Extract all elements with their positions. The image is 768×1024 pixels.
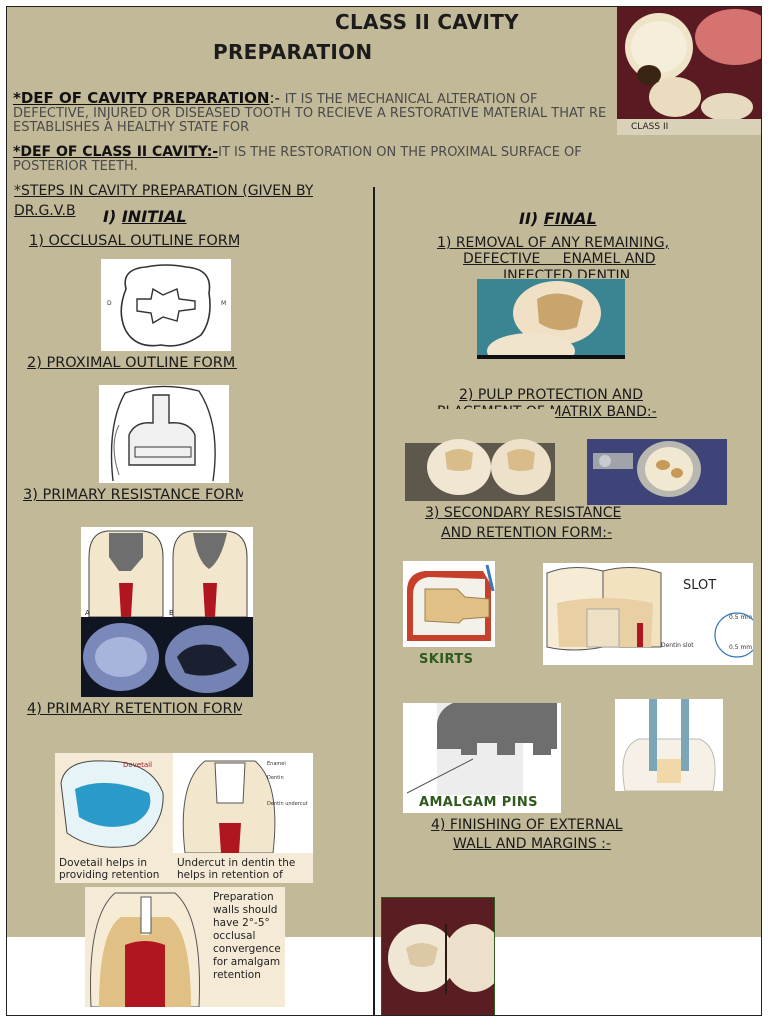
- slot-dim-1: 0.5 mm: [729, 614, 752, 621]
- def-cavity-text: IT IS THE MECHANICAL ALTERATION OF DEFEC…: [13, 92, 607, 135]
- def-class2-text: IT IS THE RESTORATION ON THE PROXIMAL SU…: [13, 145, 582, 174]
- right-step-1-line-1: 1) REMOVAL OF ANY REMAINING,: [437, 235, 670, 251]
- photo-caption: CLASS II: [631, 122, 669, 132]
- initial-number: I): [103, 207, 117, 226]
- final-heading: II) FINAL: [519, 209, 597, 228]
- left-step-3: 3) PRIMARY RESISTANCE FORM:: [23, 487, 243, 503]
- occlusal-outline-figure: D M: [101, 259, 231, 351]
- right-step-1-line-2: DEFECTIVE ENAMEL AND: [463, 251, 656, 267]
- pins-tooth-figure: [615, 699, 723, 791]
- slot-figure: SLOT 0.5 mm 0.5 mm Dentin slot: [543, 563, 753, 665]
- proximal-outline-figure: [99, 385, 229, 483]
- dovetail-label: Dovetail: [123, 761, 152, 769]
- pulp-protection-photo: [405, 409, 555, 501]
- amalgam-pins-figure: [403, 703, 561, 813]
- left-step-4: 4) PRIMARY RETENTION FORM:-: [27, 701, 242, 717]
- right-step-1-line-3: INFECTED DENTIN: [503, 268, 631, 278]
- skirts-figure: [403, 561, 495, 647]
- retention-form-figure: Dovetail Enamel Dentin Dentin undercut D…: [55, 753, 313, 883]
- final-label: FINAL: [543, 209, 597, 228]
- dentin-slot-label: Dentin slot: [661, 642, 694, 649]
- slot-dim-2: 0.5 mm: [729, 644, 752, 651]
- enamel-label: Enamel: [267, 761, 286, 767]
- right-step-3-line-2: AND RETENTION FORM:-: [441, 525, 612, 541]
- outline-label-d: D: [107, 300, 112, 307]
- fig-b-label: B: [169, 609, 174, 617]
- initial-heading: I) INITIAL: [103, 207, 187, 226]
- right-step-2-line-1: 2) PULP PROTECTION AND: [459, 387, 644, 403]
- slide-page: CLASS II CAVITY PREPARATION CLASS II *DE…: [6, 6, 762, 1016]
- def-cavity-label: *DEF OF CAVITY PREPARATION: [13, 89, 270, 107]
- right-step-4-line-1: 4) FINISHING OF EXTERNAL: [431, 817, 623, 833]
- caption-walls: Preparation walls should have 2°-5° occl…: [213, 891, 281, 981]
- definition-class-ii: *DEF OF CLASS II CAVITY:-IT IS THE RESTO…: [13, 145, 613, 174]
- definition-cavity: *DEF OF CAVITY PREPARATION:- IT IS THE M…: [13, 91, 613, 135]
- finishing-photo: [381, 897, 495, 1015]
- def-class2-label: *DEF OF CLASS II CAVITY:-: [13, 144, 219, 160]
- right-step-4-line-2: WALL AND MARGINS :-: [453, 836, 611, 852]
- initial-label: INITIAL: [121, 207, 187, 226]
- dentin-undercut-label: Dentin undercut: [267, 801, 308, 807]
- steps-heading-line-2: DR.G.V.B: [14, 203, 76, 219]
- dentin-label: Dentin: [267, 775, 284, 781]
- fig-a-label: A: [85, 609, 90, 617]
- slot-label: SLOT: [683, 578, 716, 593]
- def-cavity-sep: :-: [269, 89, 285, 107]
- convergence-figure: Preparation walls should have 2°-5° occl…: [85, 887, 285, 1007]
- outline-label-m: M: [221, 300, 226, 307]
- defective-dentin-photo: [477, 279, 625, 359]
- left-step-2: 2) PROXIMAL OUTLINE FORM:: [27, 355, 237, 371]
- matrix-band-photo: [587, 439, 727, 505]
- title-line-2: PREPARATION: [213, 40, 373, 64]
- class-ii-photo: CLASS II: [617, 7, 761, 135]
- column-divider: [373, 187, 375, 1015]
- caption-undercut: Undercut in dentin the helps in retentio…: [177, 857, 296, 881]
- resistance-form-photo: [81, 617, 253, 697]
- skirts-label: SKIRTS: [419, 652, 474, 667]
- final-number: II): [519, 209, 539, 228]
- title-line-1: CLASS II CAVITY: [335, 10, 519, 34]
- amalgam-pins-label: AMALGAM PINS: [419, 795, 538, 810]
- steps-heading-line-1: *STEPS IN CAVITY PREPARATION (GIVEN BY: [14, 183, 314, 199]
- left-step-1: 1) OCCLUSAL OUTLINE FORM:: [29, 233, 239, 249]
- caption-dovetail: Dovetail helps in providing retention: [59, 857, 160, 881]
- right-step-3-line-1: 3) SECONDARY RESISTANCE: [425, 505, 622, 521]
- resistance-form-diagram: A B: [81, 527, 253, 617]
